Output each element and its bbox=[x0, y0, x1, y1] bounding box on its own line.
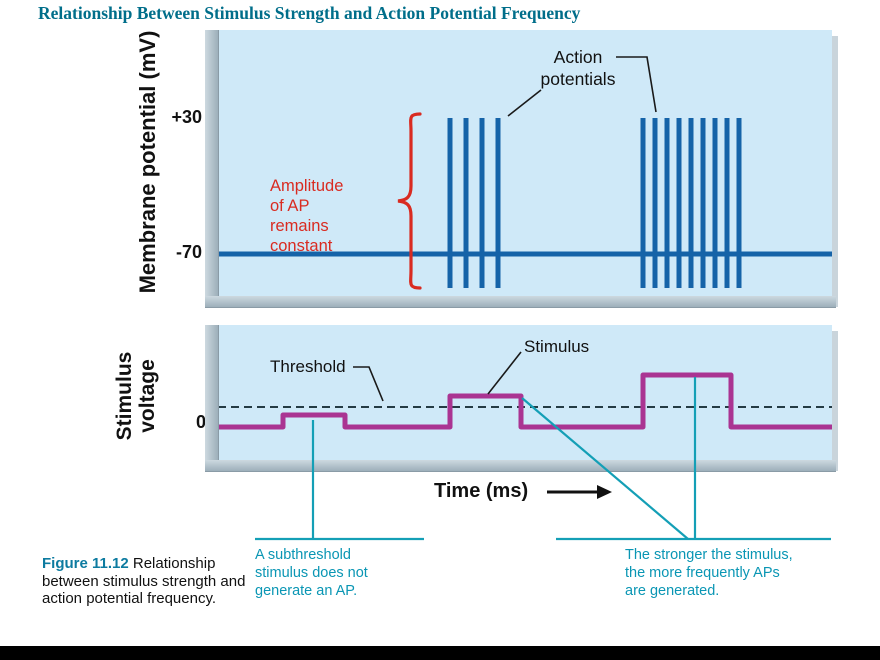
stimulus-x-axis-bar bbox=[205, 460, 836, 472]
membrane-panel bbox=[218, 30, 832, 296]
time-axis-label: Time (ms) bbox=[434, 480, 529, 502]
figure-caption-number: Figure 11.12 bbox=[42, 555, 129, 572]
stimulus-y-axis-bar bbox=[205, 325, 219, 471]
stimulus-trace bbox=[218, 372, 832, 430]
stimulus-y-axis-label: Stimulus voltage bbox=[113, 351, 159, 441]
ytick-minus70: -70 bbox=[175, 242, 202, 262]
figure-caption-text: Relationship between stimulus strength a… bbox=[42, 555, 246, 607]
stimulus-trace-svg bbox=[218, 372, 832, 430]
membrane-trace-svg bbox=[218, 118, 832, 288]
amplitude-constant-label: Amplitude of AP remains constant bbox=[270, 177, 344, 255]
membrane-y-axis-label: Membrane potential (mV) bbox=[135, 30, 160, 294]
page-title: Relationship Between Stimulus Strength a… bbox=[38, 3, 581, 23]
ytick-zero: 0 bbox=[195, 412, 206, 432]
stimulus-panel-shadow bbox=[832, 331, 838, 471]
membrane-x-axis-bar bbox=[205, 296, 836, 308]
membrane-panel-shadow bbox=[832, 36, 838, 307]
action-potentials-label: Action potentials bbox=[540, 47, 616, 89]
figure-caption: Figure 11.12 Relationship between stimul… bbox=[42, 555, 247, 608]
note-subthreshold: A subthreshold stimulus does not generat… bbox=[255, 547, 368, 599]
bottom-black-bar bbox=[0, 646, 880, 660]
threshold-label: Threshold bbox=[270, 357, 346, 376]
time-arrow-head-icon bbox=[597, 485, 612, 499]
membrane-y-axis-bar bbox=[205, 30, 219, 307]
note-stronger-stimulus: The stronger the stimulus, the more freq… bbox=[625, 547, 793, 599]
ytick-plus30: +30 bbox=[171, 107, 202, 127]
stimulus-label: Stimulus bbox=[524, 337, 590, 356]
